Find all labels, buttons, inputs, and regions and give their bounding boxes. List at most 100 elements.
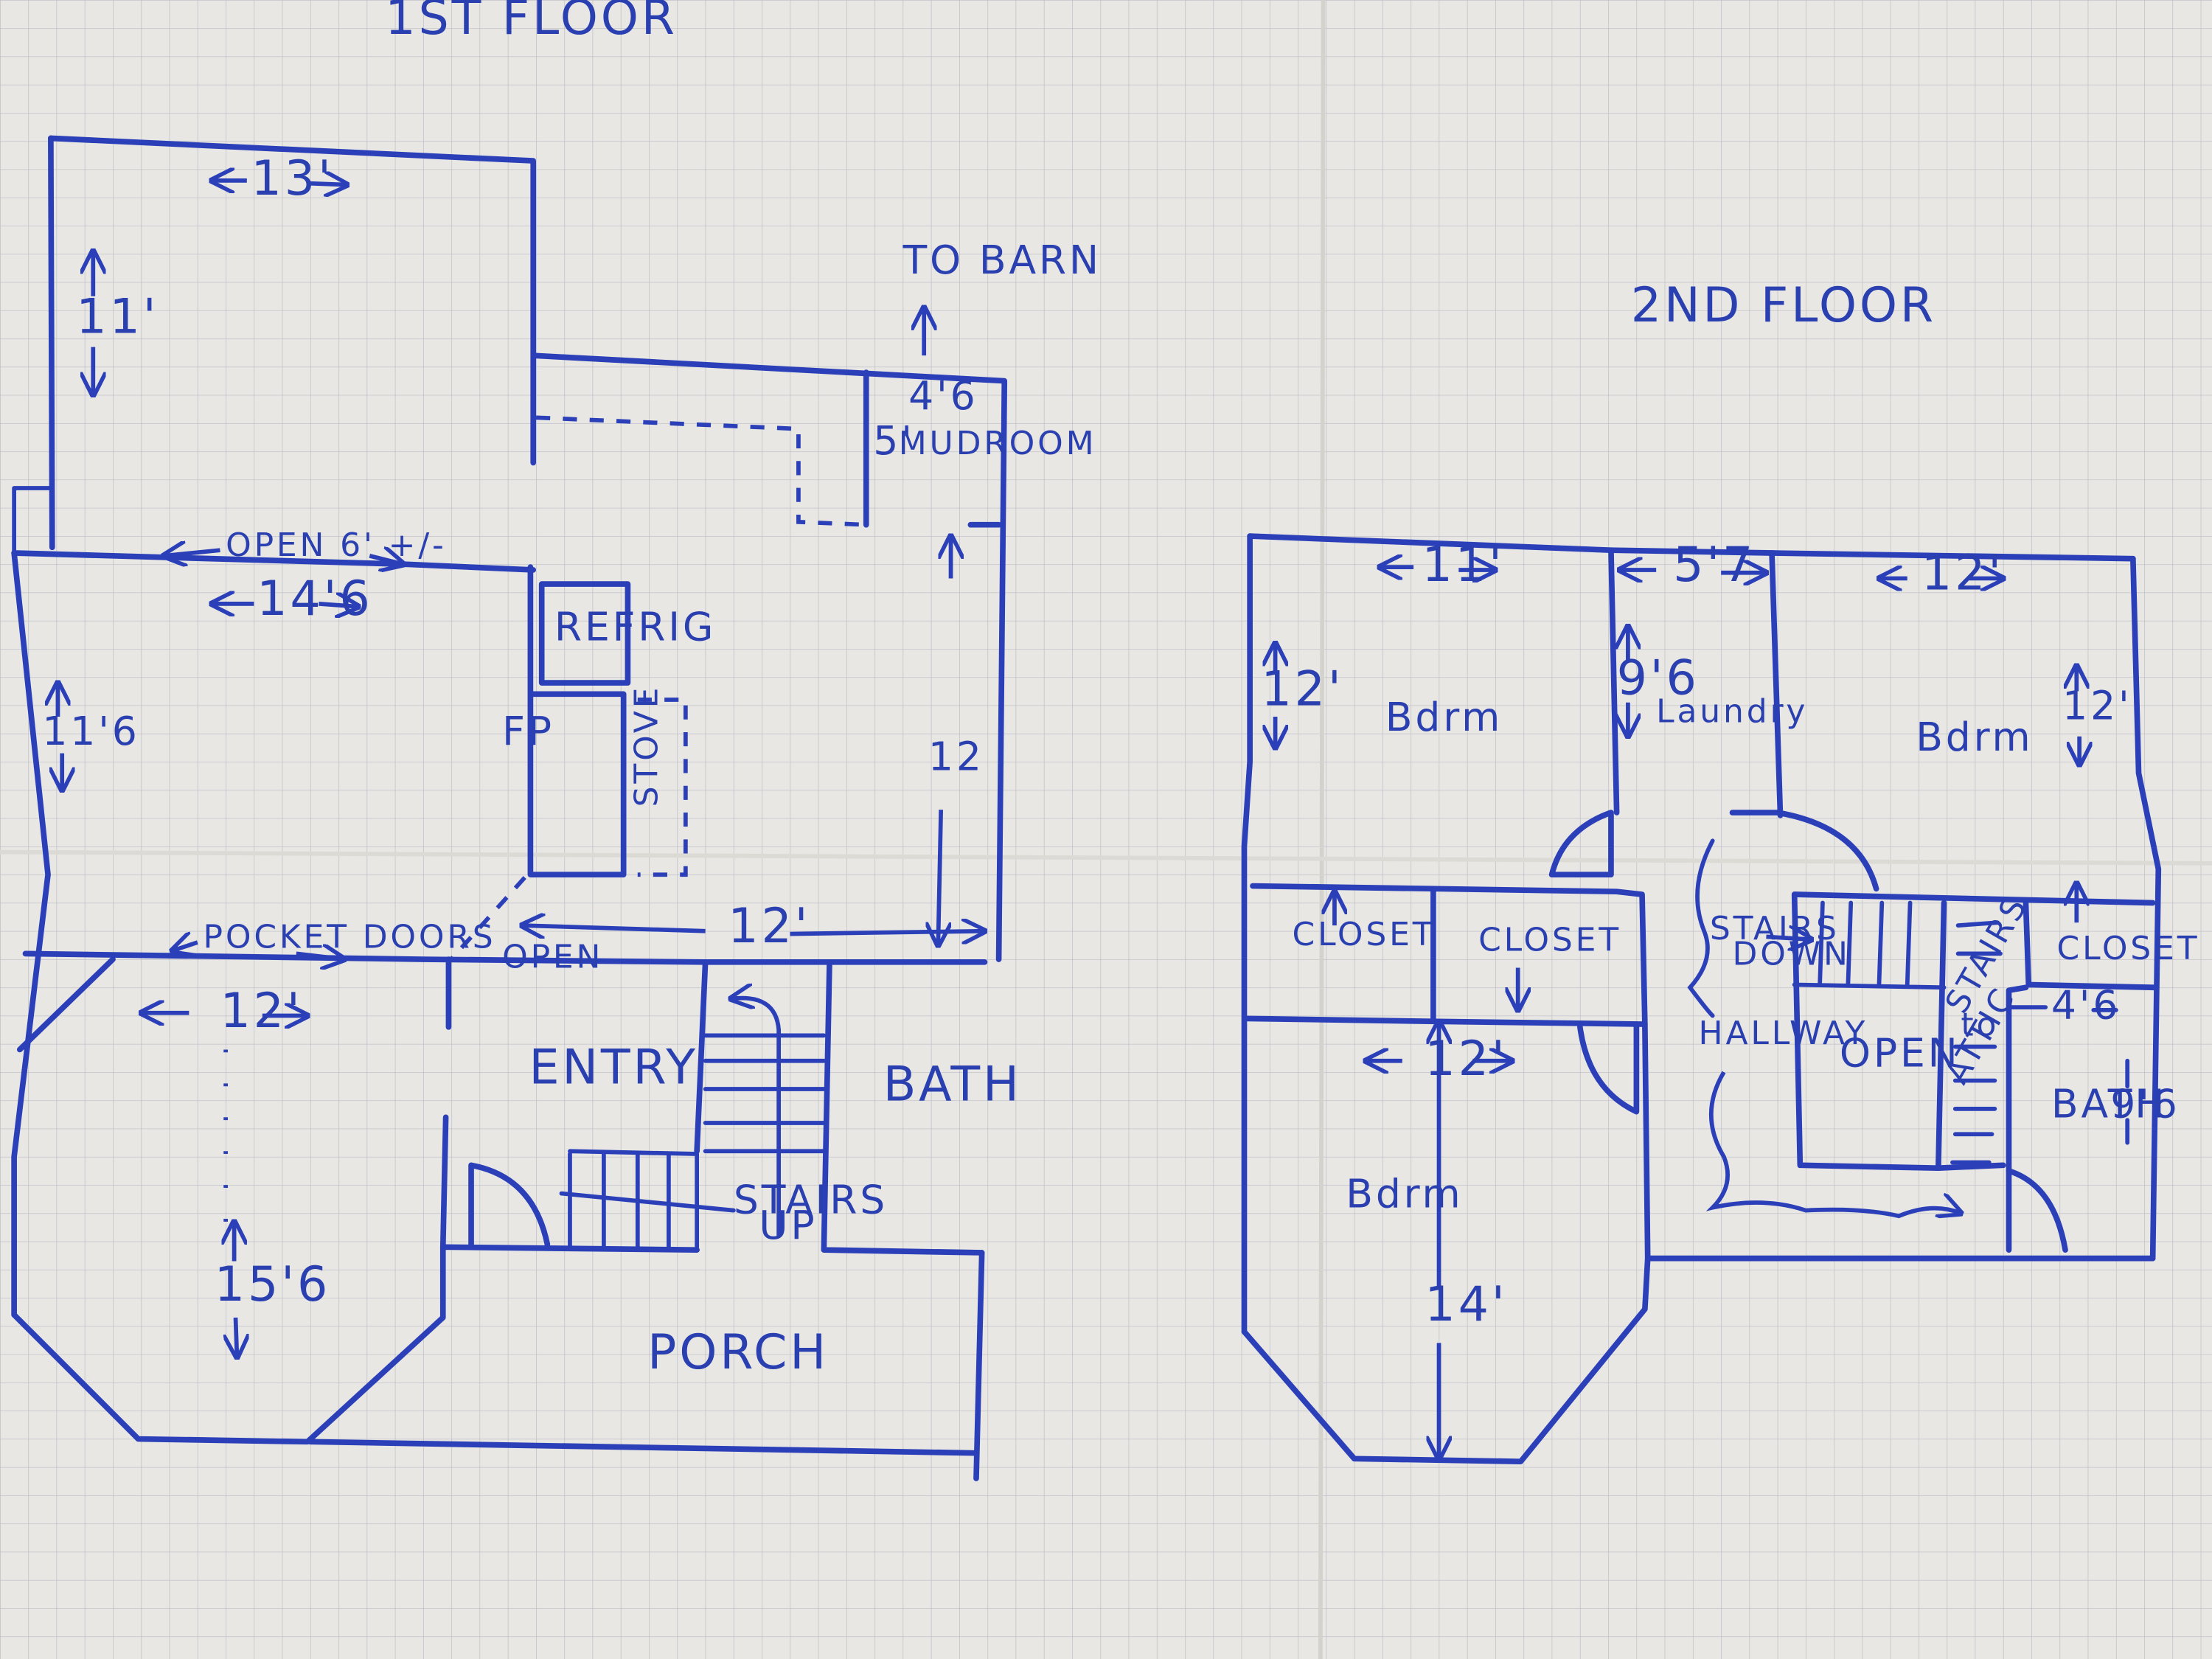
ff-wall-top-room xyxy=(48,135,537,466)
ff-kitchen-diagonal xyxy=(447,876,526,964)
ff-wall-stub xyxy=(12,486,53,560)
second-floor-plan: 2ND FLOOR xyxy=(1241,278,2200,1464)
ff-dim-arrow-open xyxy=(164,550,220,556)
sf-dim-laundry-height: 9'6 xyxy=(1617,650,1700,706)
sf-dim-laundry-width: 5'7 xyxy=(1673,538,1756,593)
ff-dim-mudroom-height: 5' xyxy=(873,417,914,464)
ff-porch xyxy=(307,1250,985,1481)
sf-dim-bath-width: 4'6 xyxy=(2051,981,2121,1028)
ff-stove-outline xyxy=(637,698,688,877)
sf-wall-stairwell xyxy=(1791,891,2156,1172)
sf-label-closet-1: CLOSET xyxy=(1293,916,1436,953)
sf-dim-arrow-stairs-down xyxy=(1766,936,1811,939)
ff-wall-mudroom xyxy=(863,369,1002,528)
sf-wall-top xyxy=(1247,533,2136,562)
ff-dim-arrow-12h-left xyxy=(522,925,706,931)
ff-dim-living-width: 14'6 xyxy=(257,571,372,627)
ff-dim-kitchen-width: 12' xyxy=(728,899,810,954)
ff-dim-arrow-146-right xyxy=(319,604,358,607)
sf-wall-attic-right xyxy=(1935,1162,2006,1172)
sf-label-stairs-down-2: DOWN xyxy=(1732,936,1850,973)
ff-entry-door xyxy=(468,1162,551,1248)
ff-label-mudroom: MUDROOM xyxy=(899,425,1097,462)
ff-dim-arrow-156-down xyxy=(236,1317,237,1357)
sf-label-hallway: HALLWAY xyxy=(1699,1015,1868,1052)
sf-label-bdrm-right: Bdrm xyxy=(1916,714,2033,760)
ff-label-stove: STOVE xyxy=(628,685,666,807)
sf-label-bdrm-front: Bdrm xyxy=(1346,1171,1463,1217)
ff-dim-top-height: 11' xyxy=(76,290,159,345)
ff-dim-arrow-12v xyxy=(938,810,941,945)
ff-label-stairs-up-2: UP xyxy=(759,1202,817,1248)
paper-fold-vertical xyxy=(1318,0,1326,1659)
sf-wall-closet-line xyxy=(1244,883,1648,1027)
ff-dim-kitchen-height: 12 xyxy=(928,734,984,780)
ff-dim-arrow-12h-right xyxy=(790,931,984,934)
ff-dim-front-width: 12' xyxy=(220,984,302,1039)
sf-wall-laundry-left xyxy=(1608,547,1620,815)
ff-wall-left xyxy=(11,550,51,1318)
ff-label-fp: FP xyxy=(502,708,554,754)
ff-label-entry: ENTRY xyxy=(529,1040,698,1095)
ff-dim-arrow-13-right xyxy=(310,184,347,185)
sf-dim-bdrm-left-width: 11' xyxy=(1422,538,1505,593)
sf-bay-front xyxy=(1241,1255,1651,1464)
sf-wall-left xyxy=(1241,533,1253,1335)
sf-stairs-down xyxy=(1792,900,1947,990)
ff-label-refrig: REFRIG xyxy=(554,604,716,650)
sf-label-closet-3: CLOSET xyxy=(2057,930,2200,967)
sf-label-bdrm-left: Bdrm xyxy=(1385,694,1503,740)
sf-bedroom-right-door xyxy=(1774,810,1879,892)
ff-dim-arrow-open-r xyxy=(369,556,403,564)
ff-pocket-door xyxy=(16,956,116,1053)
second-floor-title: 2ND FLOOR xyxy=(1631,278,1936,333)
ff-dim-living-height: 11'6 xyxy=(42,708,139,754)
sf-dim-bdrm-right-height: 12' xyxy=(2062,683,2132,729)
ff-wall-top-room-left xyxy=(48,135,55,551)
sf-laundry-door xyxy=(1548,810,1614,878)
sf-dim-bdrm-front-width: 12' xyxy=(1425,1032,1507,1087)
ff-dim-mudroom-width: 4'6 xyxy=(908,372,978,419)
sf-dim-tick-bath-w xyxy=(2009,1005,2118,1012)
ff-label-open: OPEN xyxy=(502,938,603,975)
ff-label-pocket-doors: POCKET DOORS xyxy=(204,919,496,956)
sf-stairs-attic xyxy=(1950,920,2003,1165)
sf-hallway-path-line xyxy=(1687,838,1715,1018)
first-floor-plan: 1ST FLOOR xyxy=(11,0,1101,1481)
ff-label-to-barn: TO BARN xyxy=(902,237,1101,283)
sf-dim-bdrm-left-height: 12' xyxy=(1261,662,1343,717)
sf-label-laundry: Laundry xyxy=(1656,693,1808,731)
sf-dim-bath-height: 9'6 xyxy=(2110,1080,2180,1127)
sf-bath-door xyxy=(2006,1168,2068,1253)
sf-label-bath: BATH xyxy=(2051,1080,2168,1127)
sf-label-closet-2: CLOSET xyxy=(1478,922,1621,959)
sf-wall-attic-stair xyxy=(2006,900,2159,1253)
sf-hallway-path-line-2 xyxy=(1705,1071,1961,1216)
ff-dim-front-height: 15'6 xyxy=(215,1257,330,1312)
sf-label-stairs-attic-2: to xyxy=(1961,1006,1999,1043)
ff-label-porch: PORCH xyxy=(647,1325,829,1380)
ff-wall-entry-left xyxy=(439,956,452,1251)
first-floor-title: 1ST FLOOR xyxy=(385,0,677,46)
ff-stairs xyxy=(559,998,827,1250)
sf-wall-laundry-right xyxy=(1769,550,1784,818)
ff-refrigerator xyxy=(538,581,631,686)
ff-dim-arrow-pocket-r xyxy=(296,953,344,959)
sf-dim-bdrm-front-height: 14' xyxy=(1425,1277,1507,1332)
sf-label-open: OPEN xyxy=(1840,1029,1961,1076)
ff-label-bath: BATH xyxy=(883,1057,1022,1112)
ff-dim-arrow-pocket-l xyxy=(172,942,198,950)
ff-wall-fireplace xyxy=(527,564,627,878)
ff-dim-top-width: 13' xyxy=(251,151,334,206)
sf-front-door xyxy=(1577,1021,1640,1115)
ff-wall-kitchen-top xyxy=(530,352,1008,962)
sf-label-stairs-down-1: STAIRS xyxy=(1710,910,1840,947)
ff-wall-stair xyxy=(694,959,709,1155)
sf-dim-bdrm-right-width: 12' xyxy=(1921,546,2004,602)
sf-wall-right xyxy=(2130,555,2162,1262)
ff-wall-front-line xyxy=(22,950,988,965)
ff-label-stairs-up-1: STAIRS xyxy=(734,1176,888,1222)
ff-dim-opening: OPEN 6' +/- xyxy=(226,526,447,564)
